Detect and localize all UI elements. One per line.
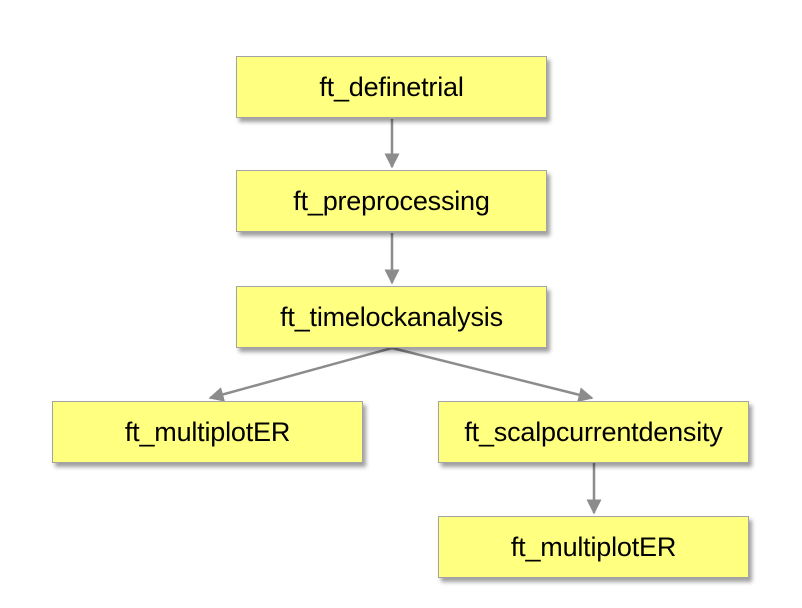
edge-timelockanalysis-to-scalpcurrentdensity: [391, 346, 594, 403]
node-ft-multiplotER-left: ft_multiplotER: [52, 401, 363, 463]
node-label: ft_multiplotER: [124, 416, 291, 447]
node-ft-definetrial: ft_definetrial: [236, 56, 547, 118]
node-ft-timelockanalysis: ft_timelockanalysis: [236, 286, 547, 348]
node-label: ft_multiplotER: [510, 531, 677, 562]
node-label: ft_scalpcurrentdensity: [464, 416, 723, 447]
node-label: ft_timelockanalysis: [280, 301, 503, 332]
edge-timelockanalysis-to-multiplotER: [208, 346, 393, 402]
node-label: ft_definetrial: [319, 71, 464, 102]
node-ft-multiplotER-bottom: ft_multiplotER: [438, 516, 749, 578]
node-ft-preprocessing: ft_preprocessing: [236, 170, 547, 232]
node-ft-scalpcurrentdensity: ft_scalpcurrentdensity: [438, 401, 749, 463]
node-label: ft_preprocessing: [293, 185, 490, 216]
